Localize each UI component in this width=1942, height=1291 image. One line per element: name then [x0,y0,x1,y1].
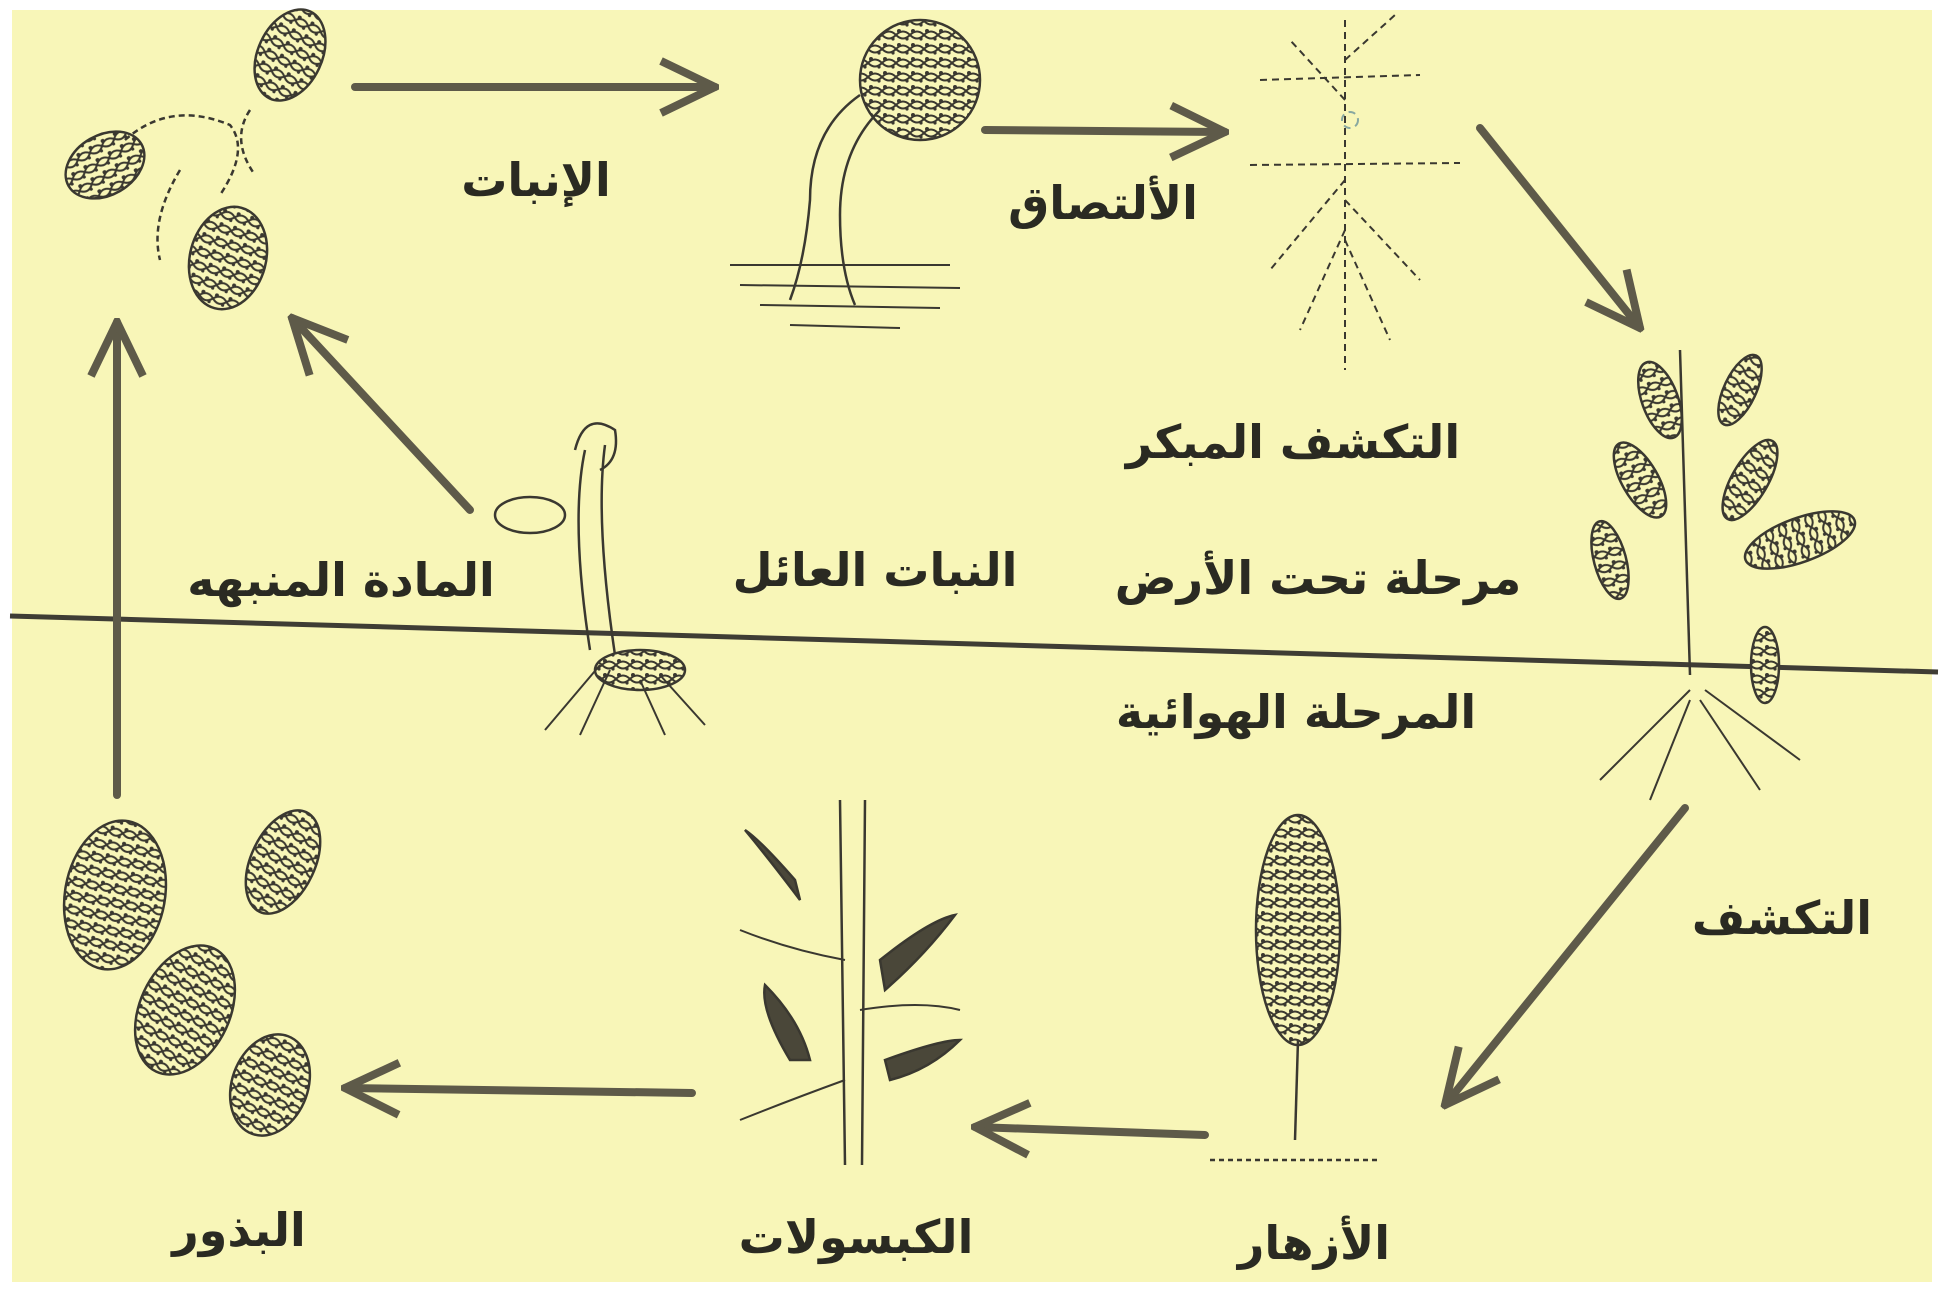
stimulant-seedling-illustration [495,423,705,735]
label-aerial-stage: المرحلة الهوائية [1116,689,1476,735]
label-capsules: الكبسولات [739,1214,974,1260]
arrow-attachment-to-emergence [1480,128,1640,328]
attachment-illustration [1250,15,1460,370]
arrow-capsules-to-seeds [345,1088,692,1093]
germination-illustration [730,20,980,328]
ground-line [10,616,1938,672]
capsules-illustration [740,800,960,1165]
arrow-emergence-to-flowering [1445,808,1685,1105]
arrow-germination-to-attachment [985,130,1225,132]
label-attachment: الألتصاق [1008,180,1198,226]
label-seeds: البذور [172,1207,305,1253]
arrow-stimulant-to-germination [292,318,470,510]
arrow-flowering-to-capsules [975,1127,1205,1135]
label-stimulant: المادة المنبهه [187,557,495,603]
label-host-plant: النبات العائل [733,547,1018,593]
emerged-plant-illustration [1584,349,1862,800]
label-early-discovery: التكشف المبكر [1126,419,1460,465]
seeds-illustration [53,799,336,1147]
label-emergence: التكشف [1692,895,1872,941]
flowering-illustration [1210,815,1380,1160]
label-flowering: الأزهار [1238,1220,1390,1266]
germinating-seeds-illustration [54,0,340,318]
label-underground-stage: مرحلة تحت الأرض [1115,555,1521,601]
label-germination: الإنبات [461,157,611,203]
